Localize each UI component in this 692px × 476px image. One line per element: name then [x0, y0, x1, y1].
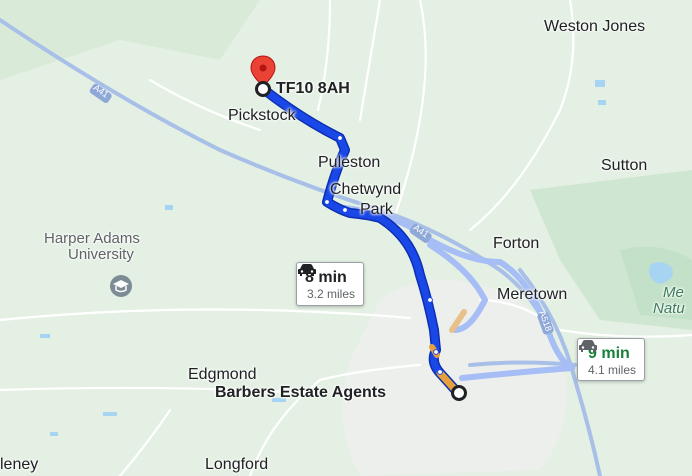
place-pickstock[interactable]: Pickstock	[228, 107, 296, 124]
place-deney[interactable]: leney	[0, 456, 39, 473]
place-sutton[interactable]: Sutton	[601, 157, 648, 174]
place-meretown[interactable]: Meretown	[497, 286, 568, 303]
university-icon	[110, 275, 132, 297]
destination-circle-icon	[255, 81, 271, 97]
nature-label-line1[interactable]: Me	[663, 284, 684, 301]
route-time-alternate: 9 min	[588, 345, 630, 362]
origin-circle-icon[interactable]	[451, 385, 467, 401]
road-shield-a518	[537, 311, 554, 335]
route-distance-primary: 3.2 miles	[307, 287, 356, 301]
route-callout-alternate[interactable]: 9 min 4.1 miles	[577, 338, 646, 381]
origin-label[interactable]: Barbers Estate Agents	[215, 384, 387, 401]
car-icon	[298, 264, 316, 276]
road-shield-a41b	[409, 223, 432, 244]
place-weston-jones[interactable]: Weston Jones	[544, 18, 646, 35]
place-chetwynd-line2[interactable]: Park	[360, 201, 393, 218]
destination-pin-icon[interactable]	[250, 55, 276, 87]
place-longford[interactable]: Longford	[205, 456, 269, 473]
nature-label-line2[interactable]: Natu	[653, 300, 685, 317]
poi-harper-adams-line1[interactable]: Harper Adams	[44, 230, 140, 247]
place-edgmond[interactable]: Edgmond	[188, 366, 257, 383]
place-forton[interactable]: Forton	[493, 235, 540, 252]
route-distance-alternate: 4.1 miles	[588, 363, 637, 377]
place-chetwynd-line1[interactable]: Chetwynd	[330, 181, 402, 198]
car-icon-alternate	[579, 340, 597, 352]
route-callout-primary[interactable]: 8 min 3.2 miles	[296, 262, 365, 306]
poi-harper-adams-line2[interactable]: University	[68, 246, 134, 263]
place-puleston[interactable]: Puleston	[318, 154, 381, 171]
road-shield-a41	[89, 83, 112, 104]
destination-label[interactable]: TF10 8AH	[276, 80, 350, 97]
